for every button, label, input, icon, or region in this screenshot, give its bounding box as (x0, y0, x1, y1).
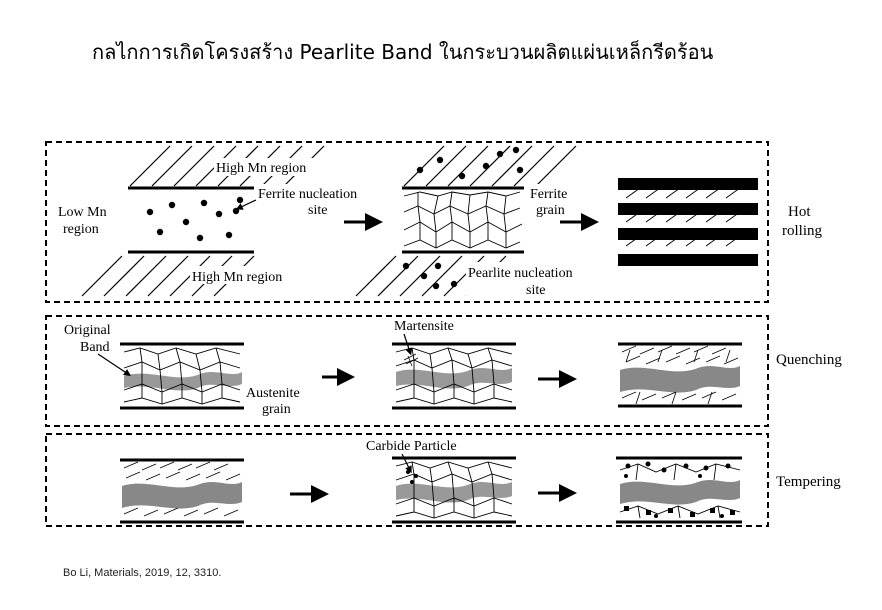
hot-rolling-label-line1: Hot (788, 204, 811, 220)
tempered-band-with-carbides (616, 456, 742, 524)
quenched-band-before-tempering (120, 458, 244, 524)
low-mn-region-label-line2: region (63, 222, 99, 237)
ferrite-nucleation-dots (146, 196, 244, 242)
ferrite-nucleation-label-line1: Ferrite nucleation (258, 187, 357, 202)
martensite-forming-band (392, 342, 516, 410)
high-mn-region-top-hatch-2 (403, 145, 577, 187)
pearlite-dots-bottom (402, 262, 474, 290)
tempering-panel-frame (45, 433, 769, 527)
ferrite-nucleation-label-line2: site (308, 203, 327, 218)
hot-rolled-banded-structure (618, 178, 758, 268)
ferrite-grain-label-line2: grain (536, 203, 565, 218)
hot-rolling-panel-frame (45, 141, 769, 303)
quenched-martensite-band (618, 342, 742, 408)
low-mn-region-label-line1: Low Mn (58, 205, 107, 220)
austenite-grain-label-line2: grain (262, 402, 291, 417)
pearlite-nucleation-label-line1: Pearlite nucleation (468, 266, 573, 281)
quenching-label: Quenching (776, 352, 842, 368)
pearlite-nucleation-label-line2: site (526, 283, 545, 298)
carbide-particle-label: Carbide Particle (366, 439, 457, 454)
martensite-label: Martensite (394, 319, 454, 334)
high-mn-region-bottom-hatch (81, 255, 255, 297)
martensite-pointer (403, 333, 413, 356)
quenching-panel-frame (45, 315, 769, 427)
original-band-label-line1: Original (64, 323, 111, 338)
pearlite-dots-top (416, 146, 524, 180)
ferrite-nucleation-pointer (235, 199, 257, 210)
high-mn-region-top-label: High Mn region (216, 161, 306, 176)
citation: Bo Li, Materials, 2019, 12, 3310. (63, 567, 222, 579)
hot-rolling-label-line2: rolling (782, 223, 822, 239)
tempering-label: Tempering (776, 474, 841, 490)
page-title: กลไกการเกิดโครงสร้าง Pearlite Band ในกระ… (92, 40, 714, 64)
austenite-grains-original-band (120, 342, 244, 410)
ferrite-grain-label-line1: Ferrite (530, 187, 567, 202)
original-band-pointer (97, 353, 131, 376)
carbide-particle-pointer (401, 453, 412, 474)
austenite-grain-label-line1: Austenite (246, 386, 300, 401)
carbide-precipitating-band (392, 456, 516, 524)
original-band-label-line2: Band (80, 340, 110, 355)
high-mn-region-bottom-label: High Mn region (192, 270, 282, 285)
ferrite-grains-network (403, 191, 523, 249)
